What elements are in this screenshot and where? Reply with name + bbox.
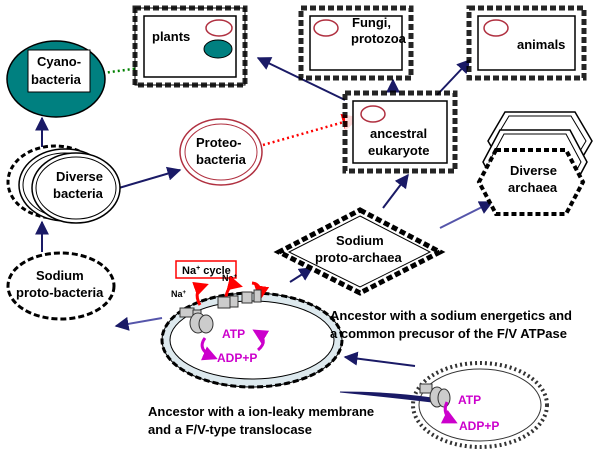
fungi-label-line2: protozoa xyxy=(351,31,407,46)
sodium-proto-archaea-label-line1: Sodium xyxy=(336,233,384,248)
ancestral-eukaryote-cell: ancestral eukaryote xyxy=(342,90,458,174)
arrow-leaky-to-ancestor xyxy=(343,351,416,367)
sodium-ancestor-caption-line2: a common precusor of the F/V ATPase xyxy=(330,326,567,341)
adp-label: ADP+P xyxy=(217,351,257,365)
na-cycle-label: Na+ cycle xyxy=(182,265,231,277)
leaky-ancestor-caption-line1: Ancestor with a ion-leaky membrane xyxy=(148,404,374,419)
sodium-ancestor-cell: Na+ cycle Na+ Na+ ATP ADP+P xyxy=(160,260,344,389)
proteobacteria-label-line2: bacteria xyxy=(196,152,247,167)
ancestral-eukaryote-label-line1: ancestral xyxy=(370,126,427,141)
sodium-proto-bacteria-label-line1: Sodium xyxy=(36,268,84,283)
arrow-ancestor-to-protoarchaea xyxy=(289,267,314,283)
na-ion-label-left: Na+ xyxy=(171,289,187,299)
plants-label: plants xyxy=(152,29,190,44)
atp-label: ATP xyxy=(222,327,245,341)
diverse-bacteria-cells: Diverse bacteria xyxy=(6,144,121,224)
arrow-protoarchaea-to-eukaryote xyxy=(382,173,409,209)
diverse-bacteria-label-line2: bacteria xyxy=(53,186,104,201)
na-cycle-arrow-left xyxy=(192,281,209,306)
fungi-cell: Fungi, protozoa xyxy=(298,5,414,81)
cyanobacteria-cell: Cyano- bacteria xyxy=(6,40,106,118)
sodium-proto-bacteria-label-line2: proto-bacteria xyxy=(16,285,104,300)
membrane-transporter-icon xyxy=(217,289,262,309)
sodium-ancestor-caption-line1: Ancestor with a sodium energetics and xyxy=(330,308,572,323)
nucleus-icon xyxy=(360,105,386,123)
nucleus-icon xyxy=(205,19,233,37)
proteobacteria-label-line1: Proteo- xyxy=(196,135,242,150)
leaky-ancestor-caption-line2: and a F/V-type translocase xyxy=(148,422,312,437)
leaky-adp-label: ADP+P xyxy=(459,419,499,433)
arrow-ancestor-to-protobacteria xyxy=(114,316,163,331)
arrow-eukaryote-to-animals xyxy=(436,58,471,96)
chloroplast-icon xyxy=(203,39,233,59)
sodium-proto-bacteria-cell: Sodium proto-bacteria xyxy=(6,251,116,321)
leaky-ancestor-cell: ATP ADP+P xyxy=(339,361,549,449)
na-cycle-arrow-mid xyxy=(224,275,243,298)
leaky-atp-label: ATP xyxy=(458,393,481,407)
sodium-proto-archaea-cell: Sodium proto-archaea xyxy=(273,207,446,296)
fungi-label-line1: Fungi, xyxy=(352,15,391,30)
adp-cycle-arrow xyxy=(252,329,270,352)
nucleus-icon xyxy=(483,19,509,37)
animals-cell: animals xyxy=(466,5,587,81)
na-cycle-box xyxy=(175,260,237,279)
diverse-archaea-label-line2: archaea xyxy=(508,180,558,195)
arrows xyxy=(35,57,494,367)
plants-cell: plants xyxy=(132,5,248,88)
cyanobacteria-label-line2: bacteria xyxy=(31,72,82,87)
leaky-atp-cycle-arrow xyxy=(440,401,458,424)
diverse-bacteria-label-line1: Diverse xyxy=(56,169,103,184)
diverse-archaea-cells: Diverse archaea xyxy=(476,111,593,216)
ancestral-eukaryote-label-line2: eukaryote xyxy=(368,143,429,158)
flagellum-icon xyxy=(339,391,433,403)
animals-label: animals xyxy=(517,37,565,52)
cyanobacteria-label-line1: Cyano- xyxy=(37,54,81,69)
nucleus-icon xyxy=(313,19,339,37)
sodium-proto-archaea-label-line2: proto-archaea xyxy=(315,250,402,265)
proteobacteria-cell: Proteo- bacteria xyxy=(179,118,263,186)
arrow-bacteria-to-proteobacteria xyxy=(111,166,182,191)
diverse-archaea-label-line1: Diverse xyxy=(510,163,557,178)
arrow-proteobacteria-to-eukaryote xyxy=(262,113,360,147)
arrow-protoarchaea-to-archaea xyxy=(439,201,494,229)
atp-cycle-arrow xyxy=(200,337,218,361)
na-ion-label-right: Na+ xyxy=(222,273,238,283)
atp-synthase-icon xyxy=(179,307,214,334)
